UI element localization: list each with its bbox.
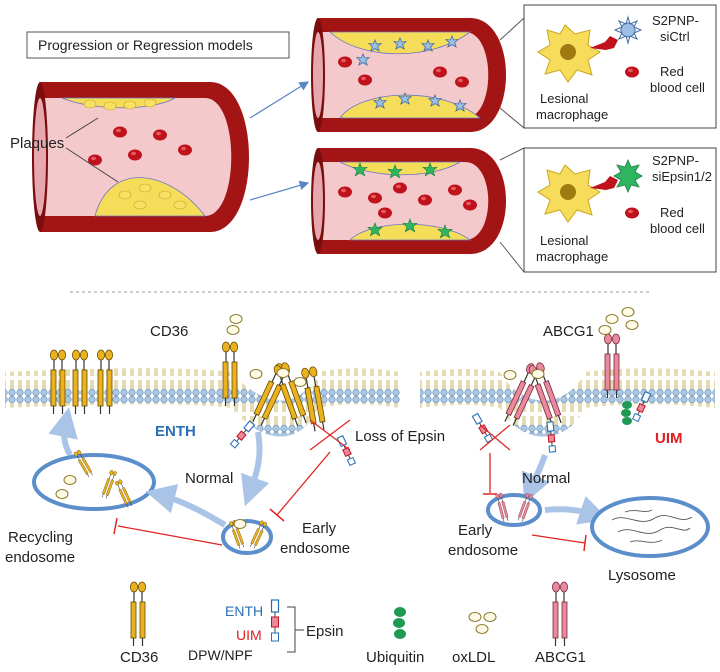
plaque-lower xyxy=(94,177,206,217)
early-endosome-left xyxy=(221,519,273,555)
plaques-pointer-upper xyxy=(65,117,99,139)
to-lysosome-arrow xyxy=(544,496,610,525)
nanoparticle-siepsin-icon xyxy=(613,158,643,194)
nanoparticle-label-2: S2PNP- xyxy=(652,153,699,168)
macrophage-icon xyxy=(537,164,618,223)
legend: CD36 ENTH UIM DPW/NPF Epsin Ubiquitin ox… xyxy=(120,581,586,666)
arrow-to-regression xyxy=(249,180,310,201)
panel-sictrl: S2PNP- siCtrl Red blood cell Lesional ma… xyxy=(523,4,717,129)
to-membrane-arrow xyxy=(48,407,78,457)
mac-label-1b: macrophage xyxy=(536,107,608,122)
early-endosome-label-right: Early xyxy=(458,522,493,539)
plaque-upper xyxy=(61,97,177,111)
ubiquitin-chain xyxy=(621,401,632,425)
inhibit-recycling-line xyxy=(117,525,223,546)
enth-label: ENTH xyxy=(155,423,196,440)
macrophage-icon xyxy=(537,24,618,83)
models-label: Progression or Regression models xyxy=(38,37,253,53)
rbc-icon xyxy=(625,207,639,219)
normal-arrow xyxy=(241,431,270,507)
cd36-label: CD36 xyxy=(150,323,188,340)
mac-label-2: Lesional xyxy=(540,233,589,248)
rbc-label-1b: blood cell xyxy=(650,80,705,95)
oxldl-particle xyxy=(226,325,240,335)
recycling-label-b: endosome xyxy=(5,549,75,566)
rbc-icon xyxy=(625,66,639,78)
recycling-label: Recycling xyxy=(8,529,73,546)
artery-siepsin xyxy=(311,148,506,254)
normal-label-right: Normal xyxy=(522,470,570,487)
inhibit-line xyxy=(276,451,331,516)
legend-cd36-icon xyxy=(129,581,147,647)
nanoparticle-sictrl-icon xyxy=(613,15,643,45)
rbc-label-1: Red xyxy=(660,64,684,79)
legend-cd36-label: CD36 xyxy=(120,649,158,666)
normal-label-left: Normal xyxy=(185,470,233,487)
legend-abcg1-label: ABCG1 xyxy=(535,649,586,666)
legend-ubiquitin-label: Ubiquitin xyxy=(366,649,424,666)
legend-ubiquitin-icon xyxy=(393,607,406,639)
legend-enth-label: ENTH xyxy=(225,603,263,619)
legend-epsin-icon xyxy=(270,599,280,642)
early-endosome-label-left: Early xyxy=(302,520,337,537)
plaques-pointer-lower xyxy=(65,147,119,183)
inhibit-lysosome-line xyxy=(531,534,586,544)
artery-main xyxy=(32,82,249,232)
models-label-box: Progression or Regression models xyxy=(26,31,290,59)
rbc-label-2: Red xyxy=(660,205,684,220)
legend-epsin-label: Epsin xyxy=(306,623,344,640)
lysosome xyxy=(590,496,710,558)
early-endosome-right xyxy=(486,492,542,527)
legend-dpw-label: DPW/NPF xyxy=(188,647,253,663)
to-recycling-arrow xyxy=(145,484,227,528)
abcg1-label: ABCG1 xyxy=(543,323,594,340)
nanoparticle-label-1: S2PNP- xyxy=(652,13,699,28)
legend-oxldl-icon xyxy=(468,612,497,634)
membrane-right xyxy=(420,368,715,437)
uim-label: UIM xyxy=(655,430,683,447)
legend-oxldl-label: oxLDL xyxy=(452,649,495,666)
oxldl-particle xyxy=(229,314,243,324)
panel-siepsin: S2PNP- siEpsin1/2 Red blood cell Lesiona… xyxy=(523,147,717,273)
early-endosome-label-right-b: endosome xyxy=(448,542,518,559)
membrane-left xyxy=(5,368,400,437)
lysosome-label: Lysosome xyxy=(608,567,676,584)
legend-abcg1-icon xyxy=(551,581,569,647)
legend-uim-label: UIM xyxy=(236,627,262,643)
normal-arrow-right xyxy=(521,454,550,504)
nanoparticle-label-2b: siEpsin1/2 xyxy=(652,169,712,184)
arrow-to-progression xyxy=(249,81,310,119)
early-endosome-label-left-b: endosome xyxy=(280,540,350,557)
rbc-label-2b: blood cell xyxy=(650,221,705,236)
recycling-endosome xyxy=(32,449,156,511)
nanoparticle-label-1b: siCtrl xyxy=(660,29,690,44)
artery-sictrl xyxy=(311,18,506,132)
plaques-label: Plaques xyxy=(10,135,64,152)
mac-label-2b: macrophage xyxy=(536,249,608,264)
loss-of-epsin-label: Loss of Epsin xyxy=(355,428,445,445)
mac-label-1: Lesional xyxy=(540,91,589,106)
